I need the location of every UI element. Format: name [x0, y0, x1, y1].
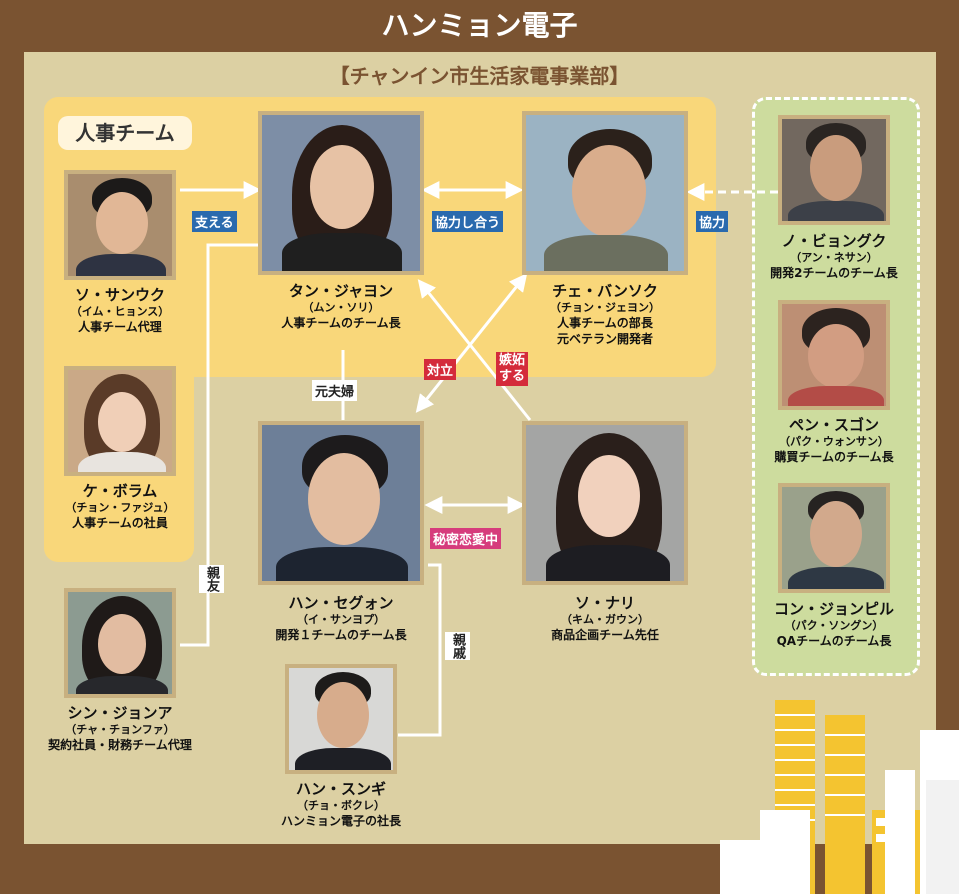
person-pen-sugon: ペン・スゴン （パク・ウォンサン） 購買チームのチーム長: [756, 416, 912, 465]
photo-so-nari: [522, 421, 688, 585]
relation-support: 支える: [192, 211, 237, 232]
so-nari-role: 商品企画チーム先任: [551, 628, 659, 642]
pen-name: ペン・スゴン: [788, 416, 879, 434]
so-nari-name: ソ・ナリ: [574, 594, 635, 612]
han-sungi-name: ハン・スンギ: [295, 780, 386, 798]
person-ke-boram: ケ・ボラム （チョン・ファジュ） 人事チームの社員: [40, 482, 200, 531]
han-segwon-actor: （イ・サンヨプ）: [297, 613, 385, 626]
no-name: ノ・ビョングク: [781, 232, 887, 250]
photo-han-sungi: [285, 664, 397, 774]
relation-jealous-line2: する: [499, 369, 526, 384]
relation-jealous-line1: 嫉妬: [499, 353, 526, 368]
division-subtitle: 【チャンイン市生活家電事業部】: [329, 64, 630, 88]
kon-name: コン・ジョンピル: [773, 600, 894, 618]
person-han-sungi: ハン・スンギ （チョ・ボクレ） ハンミョン電子の社長: [256, 780, 426, 829]
shin-role: 契約社員・財務チーム代理: [48, 738, 192, 752]
choi-role: 人事チームの部長: [557, 316, 653, 330]
photo-ke-boram: [64, 366, 176, 476]
kon-actor: （パク・ソングン）: [784, 619, 884, 632]
line-relative: [398, 563, 442, 737]
page-title: ハンミョン電子: [381, 9, 578, 42]
photo-tan-jayeon: [258, 111, 424, 275]
shin-name: シン・ジョンア: [67, 704, 173, 722]
relation-cooperate: 協力: [696, 211, 729, 232]
so-sanuk-name: ソ・サンウク: [74, 286, 165, 304]
photo-pen-sugon: [778, 300, 890, 410]
relation-spouse: 元夫婦: [312, 380, 358, 401]
han-segwon-name: ハン・セグォン: [288, 594, 394, 612]
person-kon-jongpil: コン・ジョンピル （パク・ソングン） QAチームのチーム長: [756, 600, 912, 649]
relation-cooperate-mutual: 協力し合う: [432, 211, 504, 232]
han-segwon-role: 開発１チームのチーム長: [275, 628, 407, 642]
hr-team-label: 人事チーム: [58, 116, 192, 150]
person-so-sanuk: ソ・サンウク （イム・ヒョンス） 人事チーム代理: [40, 286, 200, 335]
han-sungi-actor: （チョ・ボクレ）: [297, 799, 385, 812]
line-jealous: [417, 279, 532, 421]
relation-jealous: 嫉妬 する: [496, 352, 529, 386]
choi-role2: 元ベテラン開発者: [556, 332, 653, 346]
pen-actor: （パク・ウォンサン）: [779, 435, 889, 448]
pen-role: 購買チームのチーム長: [774, 450, 894, 464]
choi-actor: （チョン・ジェヨン）: [550, 301, 660, 314]
relation-secret-love: 秘密恋愛中: [430, 528, 502, 549]
so-nari-actor: （キム・ガウン）: [561, 613, 649, 626]
ke-name: ケ・ボラム: [82, 482, 158, 500]
photo-so-sanuk: [64, 170, 176, 280]
photo-shin-jonga: [64, 588, 176, 698]
line-best-friend: [180, 243, 258, 647]
kon-role: QAチームのチーム長: [776, 634, 892, 648]
person-choi-bansok: チェ・バンソク （チョン・ジェヨン） 人事チームの部長 元ベテラン開発者: [490, 282, 720, 347]
so-sanuk-role: 人事チーム代理: [78, 320, 162, 334]
choi-name: チェ・バンソク: [552, 282, 658, 300]
person-no-byongguk: ノ・ビョングク （アン・ネサン） 開発2チームのチーム長: [756, 232, 912, 281]
ke-role: 人事チームの社員: [72, 516, 168, 530]
person-so-nari: ソ・ナリ （キム・ガウン） 商品企画チーム先任: [490, 594, 720, 643]
person-han-segwon: ハン・セグォン （イ・サンヨプ） 開発１チームのチーム長: [226, 594, 456, 643]
no-role: 開発2チームのチーム長: [770, 266, 898, 280]
photo-han-segwon: [258, 421, 424, 585]
relation-relative: 親戚: [445, 632, 470, 660]
shin-actor: （チャ・チョンファ）: [65, 723, 175, 736]
tan-role: 人事チームのチーム長: [281, 316, 401, 330]
line-oppose: [415, 273, 528, 413]
han-sungi-role: ハンミョン電子の社長: [280, 814, 401, 828]
tan-name: タン・ジャヨン: [288, 282, 394, 300]
person-shin-jonga: シン・ジョンア （チャ・チョンファ） 契約社員・財務チーム代理: [30, 704, 210, 753]
person-tan-jayeon: タン・ジャヨン （ムン・ソリ） 人事チームのチーム長: [226, 282, 456, 331]
relation-oppose: 対立: [424, 359, 457, 380]
tan-actor: （ムン・ソリ）: [302, 301, 380, 314]
city-buildings: [720, 700, 959, 894]
ke-actor: （チョン・ファジュ）: [65, 501, 175, 514]
photo-no-byongguk: [778, 115, 890, 225]
so-sanuk-actor: （イム・ヒョンス）: [70, 305, 170, 318]
relation-best-friend: 親友: [199, 565, 224, 593]
photo-kon-jongpil: [778, 483, 890, 593]
no-actor: （アン・ネサン）: [790, 251, 878, 264]
photo-choi-bansok: [522, 111, 688, 275]
